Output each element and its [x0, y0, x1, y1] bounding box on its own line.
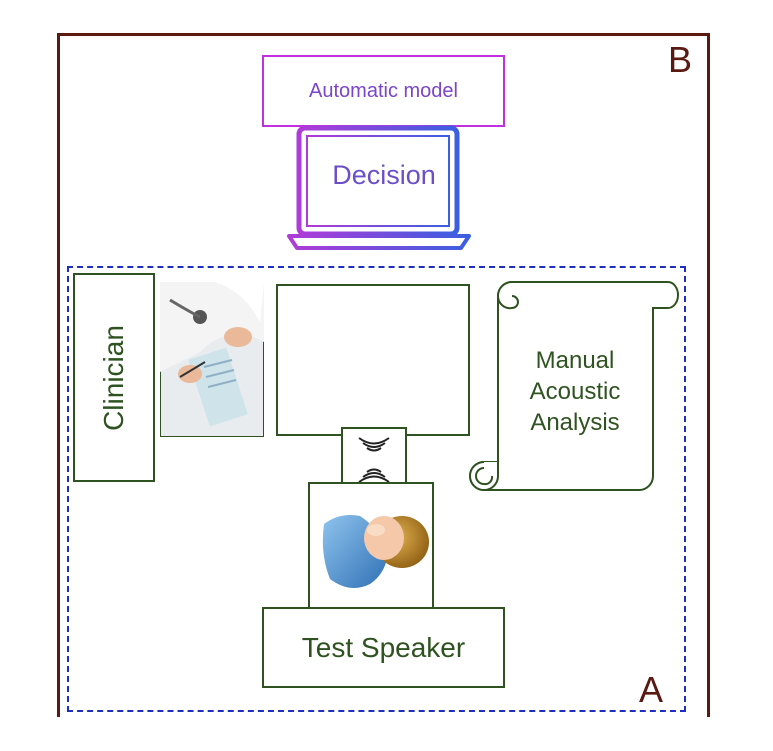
decision-label: Decision: [332, 159, 436, 190]
sound-waves-icon: [358, 437, 390, 483]
test-speaker-label: Test Speaker: [301, 631, 466, 663]
manual-analysis-label: Manual Acoustic Analysis: [529, 346, 621, 436]
automatic-model-box: Automatic model: [262, 55, 505, 127]
region-a-label: A: [639, 669, 664, 710]
test-speaker-box: Test Speaker: [262, 607, 505, 688]
person-icon: [322, 515, 429, 588]
speaker-person-box: [308, 482, 434, 609]
waveform-box: [276, 284, 470, 436]
region-b-frame: [57, 33, 710, 717]
region-a-frame: [67, 266, 686, 712]
clinician-label: Clinician: [98, 324, 130, 431]
automatic-model-label: Automatic model: [309, 79, 458, 102]
clinician-photo: [160, 282, 264, 437]
laptop-icon: [287, 125, 471, 250]
scroll-icon: [469, 281, 679, 492]
clinician-box: Clinician: [73, 273, 155, 482]
waveform-icon: [289, 340, 462, 392]
region-b-label: B: [668, 39, 693, 80]
